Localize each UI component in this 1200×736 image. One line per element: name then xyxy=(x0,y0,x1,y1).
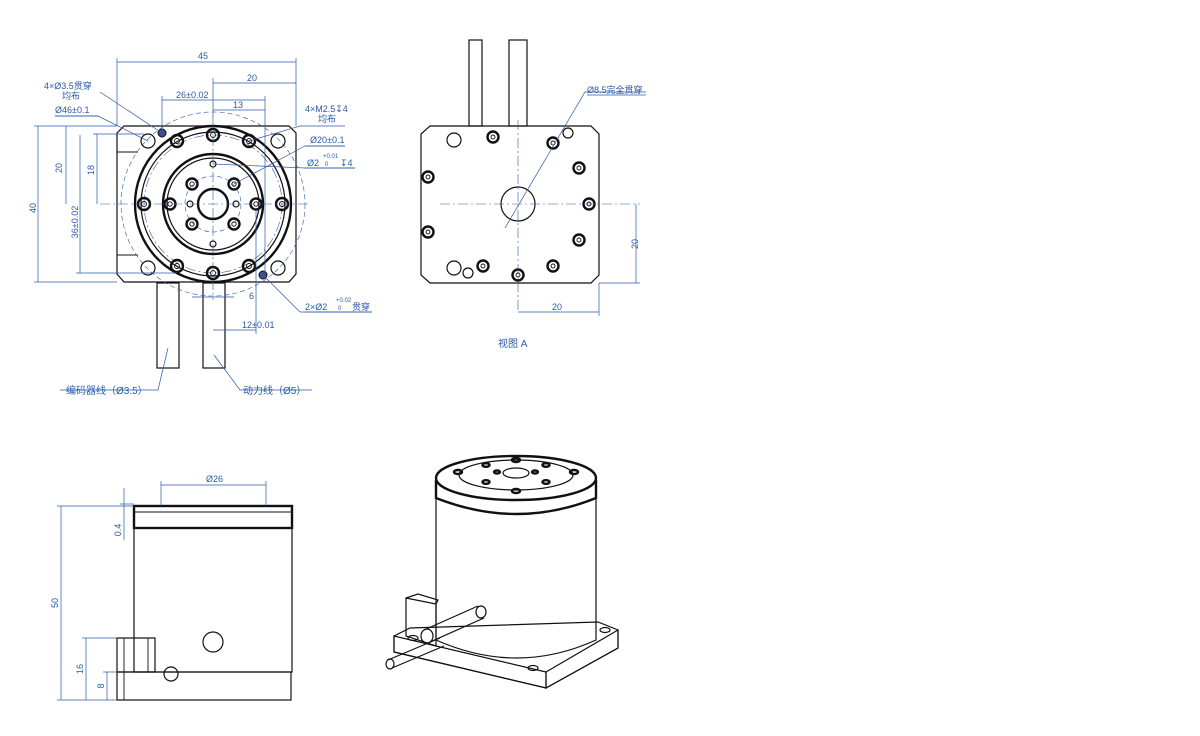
dim-view-a-20-vertical: 20 xyxy=(630,239,640,249)
note-pin-bottom-tol-upper: +0.02 xyxy=(336,298,352,304)
note-thru-holes-2: 均布 xyxy=(62,90,80,101)
top-view-dimensions xyxy=(34,58,372,391)
dim-26-pitch: 26±0.02 xyxy=(176,90,208,100)
note-pin-top-tol-lower: 0 xyxy=(325,162,329,168)
side-view-connector-block xyxy=(116,637,156,673)
label-encoder-cable: 编码器线（Ø3.5） xyxy=(66,384,148,397)
dim-8: 8 xyxy=(96,683,106,688)
note-pin-top-tol-upper: +0.01 xyxy=(323,154,339,160)
iso-top-face xyxy=(434,454,598,502)
dim-20-left: 20 xyxy=(54,163,64,173)
dim-18: 18 xyxy=(86,165,96,175)
dim-13: 13 xyxy=(233,100,243,110)
note-pin-bottom-tol-lower: 0 xyxy=(338,306,342,312)
flange-step-lines xyxy=(117,151,138,256)
iso-power-cable xyxy=(423,605,485,643)
iso-top-holes xyxy=(452,456,580,495)
dim-50: 50 xyxy=(50,598,60,608)
dim-12: 12±0.01 xyxy=(242,320,274,330)
label-power-cable: 动力线（Ø5） xyxy=(243,384,306,397)
note-pin-bottom-thru: 贯穿 xyxy=(352,301,370,312)
iso-connector-block xyxy=(405,597,437,647)
note-pin-top-depth: ↧4 xyxy=(340,158,353,168)
top-view xyxy=(100,111,310,369)
view-a-holes xyxy=(421,127,596,282)
dim-6: 6 xyxy=(249,291,254,301)
side-view-base xyxy=(116,671,292,701)
dim-0-4: 0.4 xyxy=(113,524,123,537)
side-view-port xyxy=(202,631,224,653)
corner-hole xyxy=(140,260,156,276)
note-thread: 4×M2.5↧4 xyxy=(305,104,348,114)
note-center-hole: Ø8.5完全贯穿 xyxy=(587,84,643,95)
iso-cap-band xyxy=(434,480,598,516)
dim-45: 45 xyxy=(198,51,208,61)
dim-16: 16 xyxy=(75,664,85,674)
corner-hole xyxy=(140,133,156,149)
view-a-flange xyxy=(420,125,600,284)
note-pin-top: Ø2 xyxy=(307,158,319,168)
dim-view-a-20-horizontal: 20 xyxy=(552,302,562,312)
dim-36-pitch: 36±0.02 xyxy=(70,206,80,238)
note-dia20: Ø20±0.1 xyxy=(310,135,344,145)
corner-hole xyxy=(270,133,286,149)
note-pin-bottom: 2×Ø2 xyxy=(305,302,327,312)
side-view xyxy=(57,481,294,701)
note-thread-2: 均布 xyxy=(318,113,336,124)
view-a xyxy=(420,39,646,316)
side-view-cable-end xyxy=(163,666,179,682)
isometric-view xyxy=(385,454,619,690)
corner-hole xyxy=(270,260,286,276)
note-dia46: Ø46±0.1 xyxy=(55,105,89,115)
dim-20-top: 20 xyxy=(247,73,257,83)
encoder-cable xyxy=(156,282,180,369)
iso-cylinder xyxy=(435,480,597,659)
view-a-caption: 视图 A xyxy=(498,337,528,350)
dim-dia26: Ø26 xyxy=(206,474,223,484)
note-thru-holes: 4×Ø3.5贯穿 xyxy=(44,80,92,91)
dim-40: 40 xyxy=(28,203,38,213)
